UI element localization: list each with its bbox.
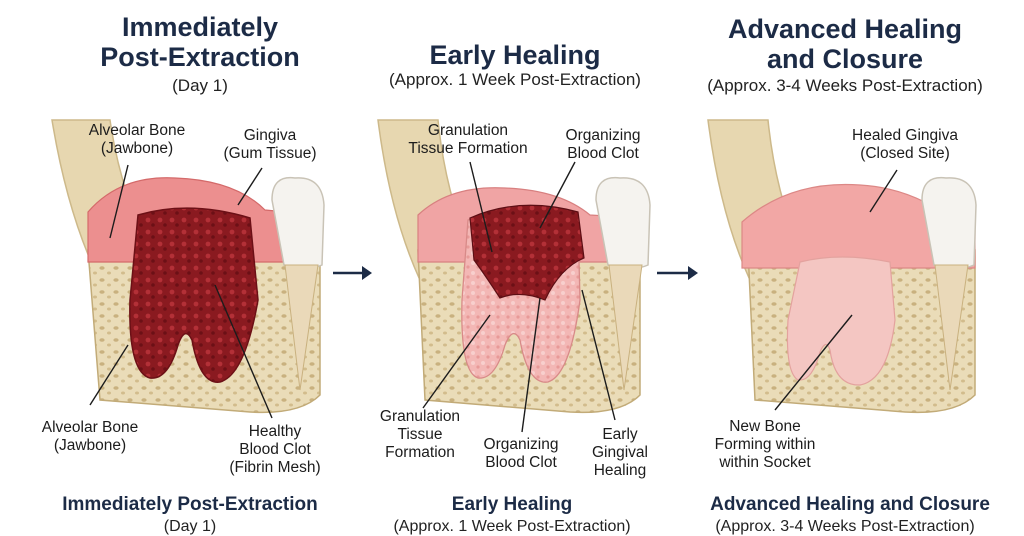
label-line: Alveolar Bone [88, 122, 186, 139]
label-line: Healthy [248, 423, 302, 440]
label-early-gingival-healing: Early Gingival Healing [575, 426, 665, 480]
panel-3-title-line1: Advanced Healing [727, 14, 963, 44]
label-granulation-top: Granulation Tissue Formation [398, 122, 538, 158]
panel-2-subtitle: (Approx. 1 Week Post-Extraction) [389, 70, 641, 89]
label-line: (Closed Site) [860, 145, 950, 162]
label-gingiva: Gingiva (Gum Tissue) [215, 127, 325, 163]
label-line: Alveolar Bone [41, 419, 139, 436]
panel-1-art [51, 119, 325, 419]
label-alveolar-bone-top: Alveolar Bone (Jawbone) [82, 122, 192, 158]
label-line: Blood Clot [567, 145, 639, 162]
label-line: Organizing [565, 127, 641, 144]
panel-1-title-line1: Immediately [121, 12, 279, 42]
label-line: Granulation [379, 408, 461, 425]
panel-3-art [707, 119, 977, 414]
label-line: Granulation [427, 122, 509, 139]
label-line: Gingiva [243, 127, 297, 144]
right-arrow-icon [333, 266, 372, 280]
panel-1-footer-subtitle: (Day 1) [163, 518, 217, 535]
panel-1-subtitle: (Day 1) [172, 76, 228, 95]
label-line: (Jawbone) [100, 140, 174, 157]
label-line: New Bone [729, 418, 801, 435]
label-line: Formation [385, 444, 455, 461]
label-line: Gingival [592, 444, 648, 461]
panel-3-footer-subtitle: (Approx. 3-4 Weeks Post-Extraction) [715, 518, 975, 535]
panel-2-footer-title: Early Healing [451, 494, 573, 515]
panel-2-footer-subtitle: (Approx. 1 Week Post-Extraction) [393, 518, 631, 535]
label-new-bone: New Bone Forming within within Socket [700, 418, 830, 472]
right-arrow-icon [657, 266, 698, 280]
label-line: Tissue [397, 426, 443, 443]
label-granulation-bottom: Granulation Tissue Formation [365, 408, 475, 462]
panel-3-title: Advanced Healing and Closure [695, 14, 995, 74]
panel-1-footer-title: Immediately Post-Extraction [62, 494, 318, 515]
label-line: Tissue Formation [408, 140, 528, 157]
label-healed-gingiva: Healed Gingiva (Closed Site) [840, 127, 970, 163]
panel-2-title: Early Healing [429, 40, 601, 70]
panel-1-title: Immediately Post-Extraction [60, 12, 340, 72]
label-line: Forming within [714, 436, 816, 453]
label-line: (Fibrin Mesh) [229, 459, 321, 476]
label-healthy-blood-clot: Healthy Blood Clot (Fibrin Mesh) [220, 423, 330, 477]
label-organizing-clot-top: Organizing Blood Clot [548, 127, 658, 163]
panel-1-title-line2: Post-Extraction [100, 42, 300, 72]
label-line: within Socket [719, 454, 811, 471]
label-line: Blood Clot [239, 441, 311, 458]
label-line: Organizing [483, 436, 559, 453]
label-organizing-clot-bottom: Organizing Blood Clot [466, 436, 576, 472]
panel-3-subtitle: (Approx. 3-4 Weeks Post-Extraction) [707, 76, 983, 95]
panel-3-footer-title: Advanced Healing and Closure [710, 494, 990, 515]
label-line: (Jawbone) [53, 437, 127, 454]
label-line: Blood Clot [485, 454, 557, 471]
label-alveolar-bone-bottom: Alveolar Bone (Jawbone) [30, 419, 150, 455]
label-line: Early [602, 426, 638, 443]
label-line: (Gum Tissue) [223, 145, 317, 162]
label-line: Healed Gingiva [852, 127, 958, 144]
panel-2-art [377, 119, 651, 433]
panel-3-title-line2: and Closure [766, 44, 924, 74]
label-line: Healing [593, 462, 647, 479]
